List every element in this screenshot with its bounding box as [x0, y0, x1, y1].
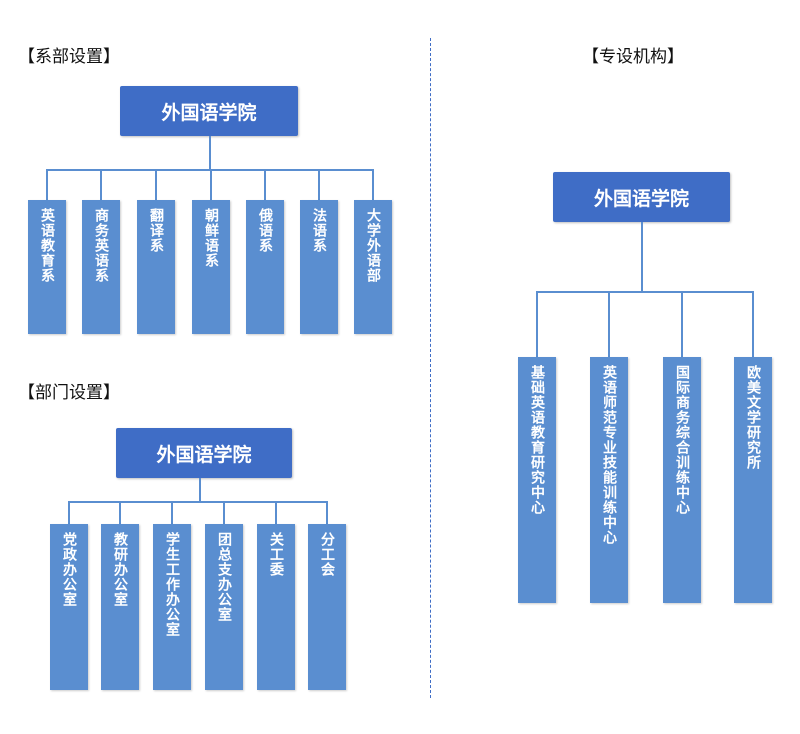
section-divider [430, 38, 431, 698]
departments-root-label: 外国语学院 [161, 101, 257, 124]
office-box-trade-union: 分工会 [308, 524, 346, 690]
institution-label: 欧美文学研究所 [745, 365, 761, 470]
office-box-student-affairs: 学生工作办公室 [153, 524, 191, 690]
connector [119, 501, 121, 525]
department-label: 俄语系 [257, 208, 273, 253]
office-box-teaching-research: 教研办公室 [101, 524, 139, 690]
connector [155, 169, 157, 201]
connector [100, 169, 102, 201]
department-label: 大学外语部 [365, 208, 381, 283]
office-box-party-admin: 党政办公室 [50, 524, 88, 690]
office-label: 教研办公室 [112, 532, 128, 607]
connector [318, 169, 320, 201]
connector [608, 291, 610, 358]
connector [171, 501, 173, 525]
offices-root-label: 外国语学院 [156, 443, 252, 466]
institution-label: 国际商务综合训练中心 [674, 365, 690, 515]
institution-label: 英语师范专业技能训练中心 [601, 365, 617, 545]
departments-root-box: 外国语学院 [120, 86, 298, 136]
institutions-root-label: 外国语学院 [593, 187, 689, 210]
departments-section-title: 【系部设置】 [18, 47, 120, 67]
institution-box-english-teacher-training: 英语师范专业技能训练中心 [590, 357, 628, 603]
department-box-russian: 俄语系 [246, 200, 284, 334]
offices-root-box: 外国语学院 [116, 428, 292, 478]
department-box-korean: 朝鲜语系 [192, 200, 230, 334]
connector [275, 501, 277, 525]
department-label: 英语教育系 [39, 208, 55, 283]
department-label: 商务英语系 [93, 208, 109, 283]
offices-branch-line [68, 501, 327, 503]
institutions-section-title: 【专设机构】 [582, 47, 684, 67]
connector [264, 169, 266, 201]
institution-box-western-literature: 欧美文学研究所 [734, 357, 772, 603]
department-box-translation: 翻译系 [137, 200, 175, 334]
department-box-business-english: 商务英语系 [82, 200, 120, 334]
institutions-branch-line [536, 291, 753, 293]
departments-branch-line [46, 169, 373, 171]
connector [326, 501, 328, 525]
connector [681, 291, 683, 358]
department-label: 翻译系 [148, 208, 164, 253]
department-label: 朝鲜语系 [203, 208, 219, 268]
connector [210, 169, 212, 201]
department-box-college-foreign-languages: 大学外语部 [354, 200, 392, 334]
institution-label: 基础英语教育研究中心 [529, 365, 545, 515]
offices-trunk-line [199, 478, 201, 502]
connector [68, 501, 70, 525]
department-label: 法语系 [311, 208, 327, 253]
department-box-english-education: 英语教育系 [28, 200, 66, 334]
office-box-youth-league: 团总支办公室 [205, 524, 243, 690]
office-label: 团总支办公室 [216, 532, 232, 622]
connector [752, 291, 754, 358]
office-label: 关工委 [268, 532, 284, 577]
offices-section-title: 【部门设置】 [18, 383, 120, 403]
institution-box-business-training: 国际商务综合训练中心 [663, 357, 701, 603]
connector [536, 291, 538, 358]
office-label: 学生工作办公室 [164, 532, 180, 637]
connector [223, 501, 225, 525]
connector [46, 169, 48, 201]
department-box-french: 法语系 [300, 200, 338, 334]
office-box-caring-committee: 关工委 [257, 524, 295, 690]
institution-box-basic-english-research: 基础英语教育研究中心 [518, 357, 556, 603]
office-label: 分工会 [319, 532, 335, 577]
office-label: 党政办公室 [61, 532, 77, 607]
institutions-trunk-line [641, 222, 643, 292]
connector [372, 169, 374, 201]
institutions-root-box: 外国语学院 [553, 172, 730, 222]
departments-trunk-line [209, 136, 211, 170]
